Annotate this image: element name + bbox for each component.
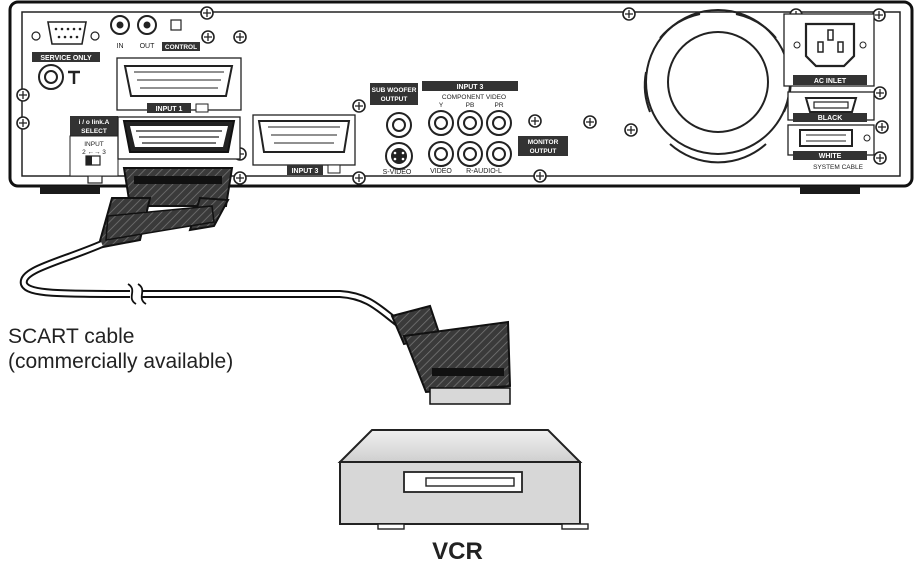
control-in-label: IN	[117, 43, 124, 50]
r-audio-l-label: R-AUDIO-L	[466, 168, 502, 175]
ac-inlet: AC INLET	[783, 13, 875, 87]
pb-label: PB	[466, 102, 475, 109]
cable-label-line2: (commercially available)	[8, 350, 234, 373]
input3-component-group: INPUT 3 COMPONENT VIDEO Y PB PR S-VIDEO …	[383, 81, 568, 176]
input3-header: INPUT 3	[457, 84, 484, 91]
monitor-line2: OUTPUT	[530, 148, 557, 155]
monitor-line1: MONITOR	[528, 139, 559, 146]
cable-label-line1: SCART cable	[8, 325, 135, 348]
input3-scart-port: INPUT 3	[252, 114, 356, 175]
y-label: Y	[439, 102, 444, 109]
service-only-label: SERVICE ONLY	[40, 55, 92, 62]
input2-scart-port	[117, 116, 241, 160]
vcr-label: VCR	[432, 538, 483, 565]
sub-woofer-output: SUB WOOFER OUTPUT	[370, 83, 418, 138]
control-label: CONTROL	[165, 44, 197, 51]
component-video-label: COMPONENT VIDEO	[442, 94, 506, 101]
video-label: VIDEO	[430, 168, 452, 175]
pr-label: PR	[494, 102, 503, 109]
sub-woofer-line2: OUTPUT	[381, 96, 408, 103]
rf-connector	[38, 64, 80, 90]
control-out-label: OUT	[140, 43, 156, 50]
system-cable-ports: BLACK WHITE SYSTEM CABLE	[787, 91, 875, 171]
s-video-label: S-VIDEO	[383, 169, 412, 176]
iolink-line2: SELECT	[81, 128, 107, 135]
scart-cable	[19, 167, 512, 405]
control-jacks: IN OUT CONTROL	[110, 15, 200, 51]
vcr-device	[337, 429, 589, 530]
input3-scart-label: INPUT 3	[292, 168, 319, 175]
system-cable-label: SYSTEM CABLE	[813, 164, 864, 171]
iolink-line1: i / o link.A	[79, 119, 110, 126]
input1-label: INPUT 1	[156, 106, 183, 113]
select-values-label: 2 ←→ 3	[82, 149, 106, 156]
input1-scart-port: INPUT 1	[116, 57, 242, 113]
iolink-select: i / o link.A SELECT INPUT 2 ←→ 3	[69, 116, 119, 177]
sub-woofer-line1: SUB WOOFER	[372, 87, 417, 94]
service-only-port: SERVICE ONLY	[31, 21, 100, 62]
white-label: WHITE	[819, 153, 842, 160]
ac-inlet-label: AC INLET	[814, 78, 847, 85]
fan-grille	[643, 9, 792, 164]
cable-label: SCART cable (commercially available)	[8, 324, 233, 374]
select-input-label: INPUT	[84, 141, 104, 148]
black-label: BLACK	[818, 115, 843, 122]
